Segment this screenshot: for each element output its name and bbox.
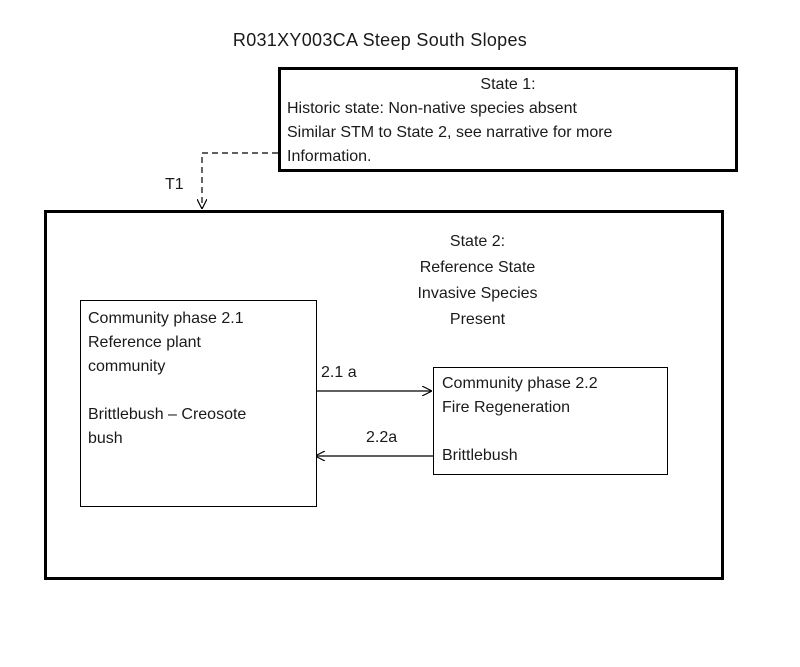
pathway-2-2a-label: 2.2a xyxy=(366,429,398,446)
state-1-line-2: Similar STM to State 2, see narrative fo… xyxy=(287,124,613,141)
state-2-box xyxy=(44,210,724,580)
community-phase-2-1-box: Community phase 2.1 Reference plant comm… xyxy=(80,300,317,507)
state-1-heading: State 1: xyxy=(480,76,536,93)
state-2-line-2: Reference State xyxy=(419,259,536,276)
state-2-line-3: Invasive Species xyxy=(417,285,538,302)
state-1-line-3: Information. xyxy=(287,148,372,165)
phase-2-1-line-1: Community phase 2.1 xyxy=(88,310,244,327)
state-2-line-4: Present xyxy=(449,311,506,328)
phase-2-1-line-3: community xyxy=(88,358,166,375)
phase-2-2-line-2: Fire Regeneration xyxy=(442,399,571,416)
state-1-line-1: Historic state: Non-native species absen… xyxy=(287,100,577,117)
transition-t1-arrow xyxy=(202,152,278,208)
community-phase-2-2-box: Community phase 2.2 Fire Regeneration Br… xyxy=(433,367,668,475)
pathway-2-1a-label: 2.1 a xyxy=(321,364,357,381)
phase-2-1-line-2: Reference plant xyxy=(88,334,201,351)
phase-2-1-line-4: Brittlebush – Creosote xyxy=(88,406,247,423)
phase-2-2-line-1: Community phase 2.2 xyxy=(442,375,598,392)
phase-2-1-line-5: bush xyxy=(88,430,123,447)
state-1-box: State 1: Historic state: Non-native spec… xyxy=(278,67,738,172)
state-2-line-1: State 2: xyxy=(449,233,506,250)
state-2-heading: State 2: Reference State Invasive Specie… xyxy=(360,229,595,333)
phase-2-2-line-3: Brittlebush xyxy=(442,447,518,464)
diagram-title: R031XY003CA Steep South Slopes xyxy=(232,30,528,50)
transition-t1-label: T1 xyxy=(165,176,184,193)
